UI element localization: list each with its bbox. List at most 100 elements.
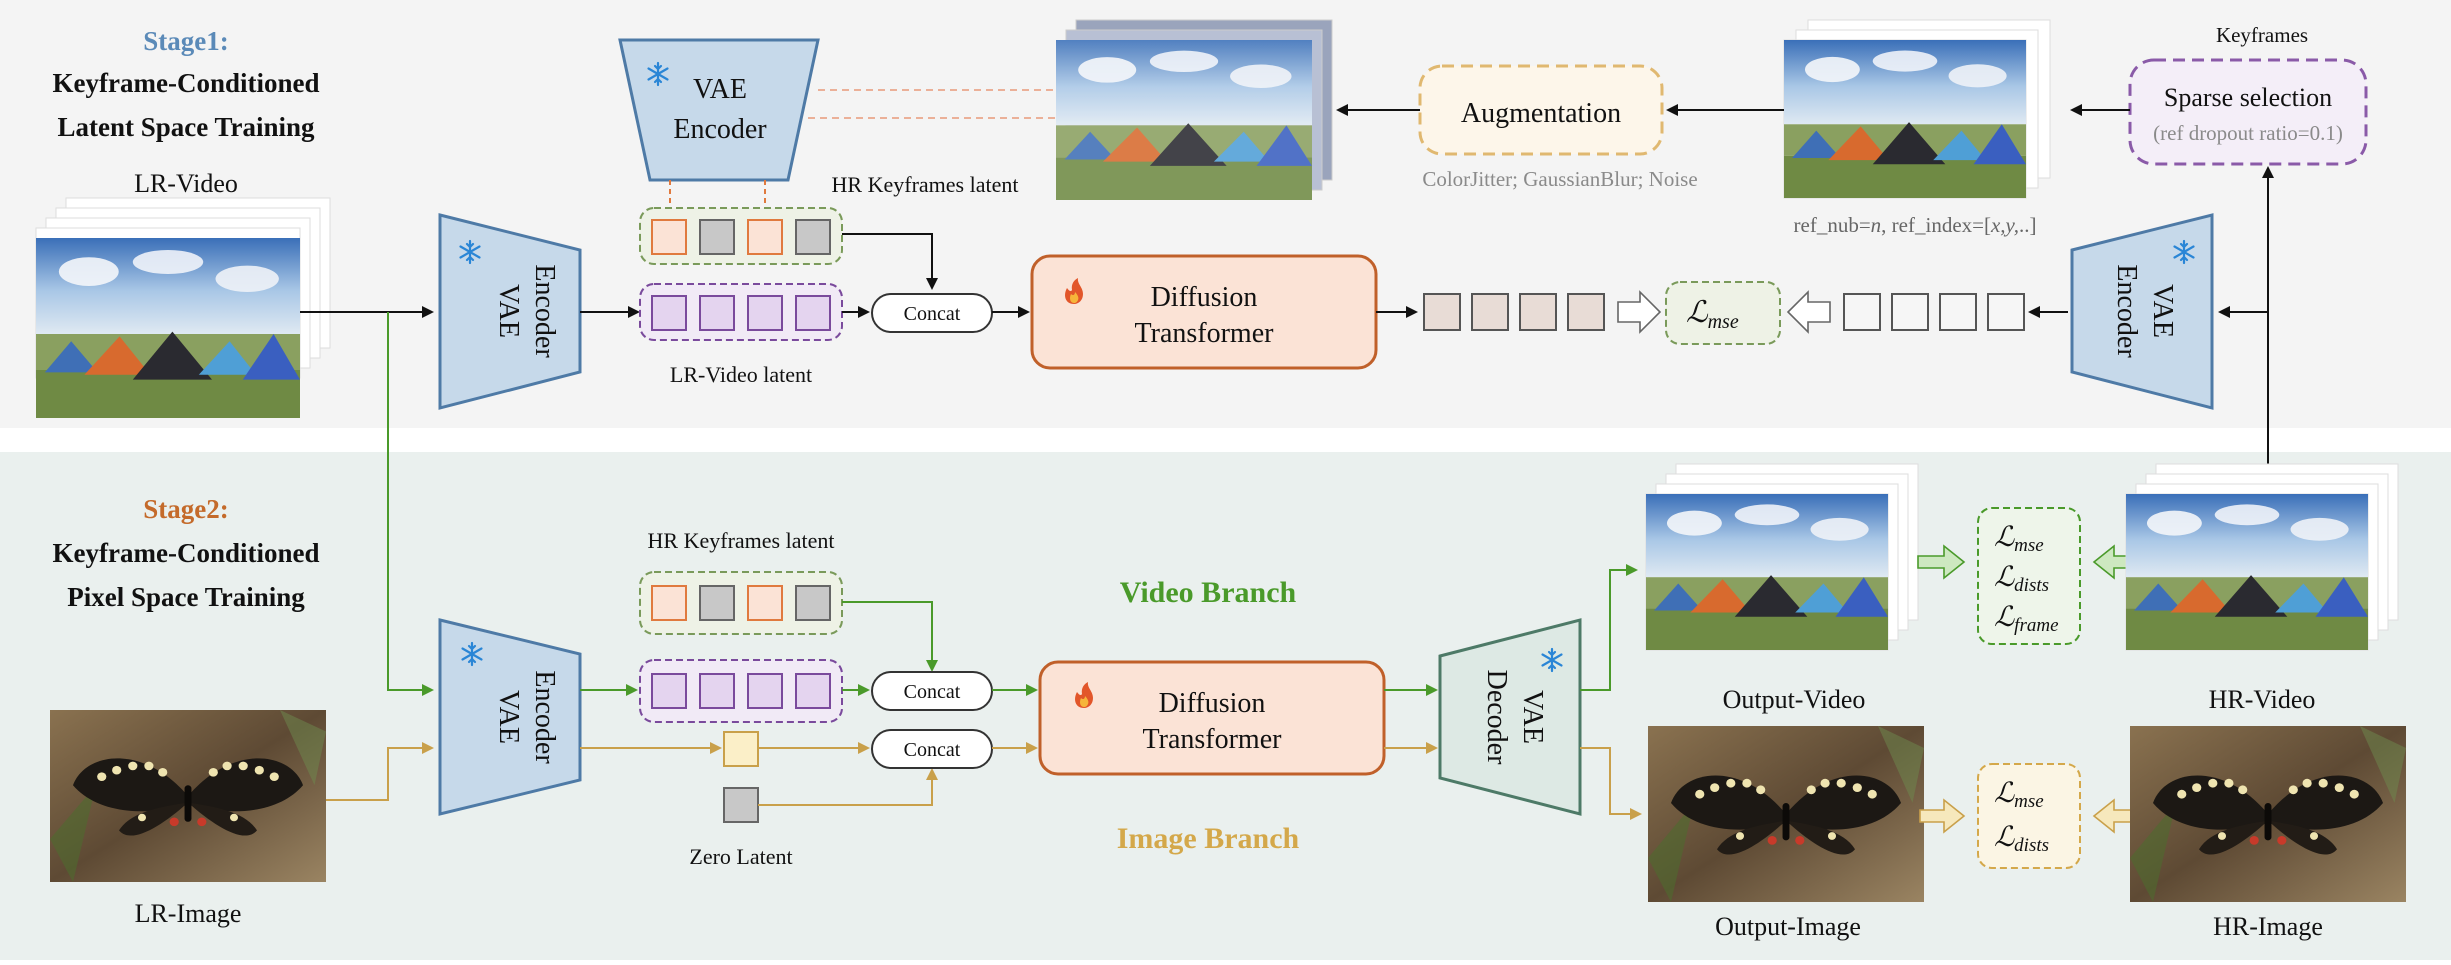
video-loss-2-subscript: dists bbox=[2014, 575, 2049, 596]
lr-image-label: LR-Image bbox=[135, 899, 242, 928]
stage2-title: Stage2: bbox=[143, 494, 228, 524]
stage2-keyframe-to-concat-arrow bbox=[842, 601, 938, 672]
keyframes-stack bbox=[1783, 19, 2051, 199]
output-image bbox=[1648, 726, 1924, 902]
svg-text:ℒmse: ℒmse bbox=[1994, 522, 2044, 556]
image-loss-box: ℒmse ℒdists bbox=[1977, 763, 2081, 869]
stage1-title: Stage1: bbox=[143, 26, 228, 56]
stage1-vae-encoder: VAE Encoder bbox=[438, 213, 582, 410]
stage2-hr-keyframes-latent bbox=[639, 571, 843, 635]
stage1-concat-label: Concat bbox=[904, 303, 961, 325]
stage2-dit-label-line1: Diffusion bbox=[1159, 688, 1266, 719]
stage1-dit-label-line2: Transformer bbox=[1135, 318, 1275, 349]
stage2-diffusion-transformer: Diffusion Transformer bbox=[1038, 660, 1386, 776]
top-encoder-label-line2: Encoder bbox=[673, 114, 767, 145]
zero-latent-to-concat-arrow bbox=[758, 768, 938, 806]
stage1-hr-keyframes-latent-label: HR Keyframes latent bbox=[832, 172, 1019, 197]
lr-video-to-stage2-arrow bbox=[387, 312, 434, 696]
output-video-label: Output-Video bbox=[1723, 685, 1866, 714]
stage1-hr-keyframes-latent bbox=[639, 207, 843, 265]
stage1-dit-label-line1: Diffusion bbox=[1151, 282, 1258, 313]
output-video-to-loss-arrow bbox=[1917, 544, 1966, 580]
decoder-label-line2: Decoder bbox=[1481, 670, 1512, 766]
stage1-lr-video-latent-label: LR-Video latent bbox=[670, 362, 812, 387]
image-loss-1-symbol: ℒ bbox=[1994, 778, 2015, 809]
lr-video-stack bbox=[35, 197, 331, 418]
stage2-concat-top-label: Concat bbox=[904, 681, 961, 703]
stage2-subtitle-line2: Pixel Space Training bbox=[67, 582, 305, 612]
video-loss-2-symbol: ℒ bbox=[1994, 562, 2015, 593]
hr-video-label: HR-Video bbox=[2209, 685, 2316, 714]
lr-image-to-encoder-arrow bbox=[326, 742, 434, 801]
stage1-right-vae-encoder: VAE Encoder bbox=[2070, 213, 2214, 410]
right-encoder-label-line2: Encoder bbox=[2111, 264, 2142, 358]
stage2-encoder-label-line2: Encoder bbox=[529, 670, 560, 764]
image-latent bbox=[723, 731, 759, 767]
stage2-encoder-label-line1: VAE bbox=[493, 690, 524, 744]
image-loss-2-symbol: ℒ bbox=[1994, 822, 2015, 853]
lr-image bbox=[50, 710, 326, 882]
decoder-to-output-image-arrow bbox=[1580, 747, 1642, 820]
augmentation-label: Augmentation bbox=[1461, 98, 1621, 129]
stage1-lr-video-latent bbox=[639, 283, 843, 341]
svg-text:ℒframe: ℒframe bbox=[1994, 602, 2059, 636]
stage1-encoder-label-line2: Encoder bbox=[529, 264, 560, 358]
stage1-predicted-latent bbox=[1423, 293, 1605, 331]
augmentation-caption: ColorJitter; GaussianBlur; Noise bbox=[1422, 167, 1697, 191]
keyframe-latent-to-concat-arrow bbox=[842, 233, 938, 290]
top-encoder-label-line1: VAE bbox=[693, 74, 747, 105]
output-video-stack bbox=[1645, 463, 1919, 651]
svg-text:ℒmse: ℒmse bbox=[1994, 778, 2044, 812]
sparse-selection-box: Sparse selection (ref dropout ratio=0.1) bbox=[2128, 58, 2368, 166]
zero-latent bbox=[723, 787, 759, 823]
stage2-concat-video: Concat bbox=[871, 671, 993, 711]
stage1-target-latent bbox=[1843, 293, 2025, 331]
output-image-to-loss-arrow bbox=[1919, 798, 1966, 834]
decoder-to-output-video-arrow bbox=[1580, 564, 1638, 691]
image-loss-1-subscript: mse bbox=[2014, 791, 2044, 812]
right-encoder-label-line1: VAE bbox=[2147, 284, 2178, 338]
video-loss-1-symbol: ℒ bbox=[1994, 522, 2015, 553]
stage2-hr-keyframes-latent-label: HR Keyframes latent bbox=[648, 528, 835, 553]
stage1-subtitle-line2: Latent Space Training bbox=[57, 112, 315, 142]
hollow-arrow-left bbox=[1617, 290, 1662, 334]
output-image-label: Output-Image bbox=[1715, 912, 1861, 941]
video-loss-1-subscript: mse bbox=[2014, 535, 2044, 556]
stage1-loss-subscript: mse bbox=[1708, 311, 1739, 333]
ref-caption: ref_nub=n, ref_index=[x,y,..] bbox=[1794, 213, 2037, 237]
lr-video-label: LR-Video bbox=[134, 169, 238, 198]
stage1-loss-box: ℒmse bbox=[1665, 281, 1781, 345]
augmented-keyframes-stack bbox=[1056, 19, 1333, 200]
stage2-vae-encoder: VAE Encoder bbox=[438, 618, 582, 816]
zero-latent-label: Zero Latent bbox=[689, 844, 792, 869]
ref-dropout-label: (ref dropout ratio=0.1) bbox=[2153, 121, 2343, 145]
hr-image-label: HR-Image bbox=[2213, 912, 2323, 941]
svg-text:ℒdists: ℒdists bbox=[1994, 822, 2049, 856]
augmentation-box: Augmentation bbox=[1418, 64, 1664, 156]
svg-text:ℒmse: ℒmse bbox=[1686, 296, 1739, 333]
stage2-dit-label-line2: Transformer bbox=[1143, 724, 1283, 755]
hollow-arrow-right bbox=[1786, 290, 1831, 334]
stage1-loss-symbol: ℒ bbox=[1686, 296, 1709, 329]
stage1-diffusion-transformer: Diffusion Transformer bbox=[1030, 254, 1378, 370]
stage2-concat-image: Concat bbox=[871, 729, 993, 769]
video-branch-label: Video Branch bbox=[1120, 576, 1297, 609]
vae-decoder: VAE Decoder bbox=[1438, 618, 1582, 816]
keyframes-label: Keyframes bbox=[2216, 23, 2308, 47]
image-branch-label: Image Branch bbox=[1117, 822, 1300, 855]
decoder-label-line1: VAE bbox=[1517, 690, 1548, 744]
hr-video-stack bbox=[2125, 463, 2399, 651]
stage2-lr-video-latent bbox=[639, 659, 843, 723]
image-loss-2-subscript: dists bbox=[2014, 835, 2049, 856]
stage2-concat-bottom-label: Concat bbox=[904, 739, 961, 761]
stage2-subtitle-line1: Keyframe-Conditioned bbox=[53, 538, 320, 568]
stage1-concat: Concat bbox=[871, 293, 993, 333]
stage1-subtitle-line1: Keyframe-Conditioned bbox=[53, 68, 320, 98]
video-loss-box: ℒmse ℒdists ℒframe bbox=[1977, 507, 2081, 645]
sparse-selection-label: Sparse selection bbox=[2164, 83, 2332, 112]
keyframe-vae-encoder: VAE Encoder bbox=[618, 38, 820, 182]
hr-image bbox=[2130, 726, 2406, 902]
svg-text:ℒdists: ℒdists bbox=[1994, 562, 2049, 596]
